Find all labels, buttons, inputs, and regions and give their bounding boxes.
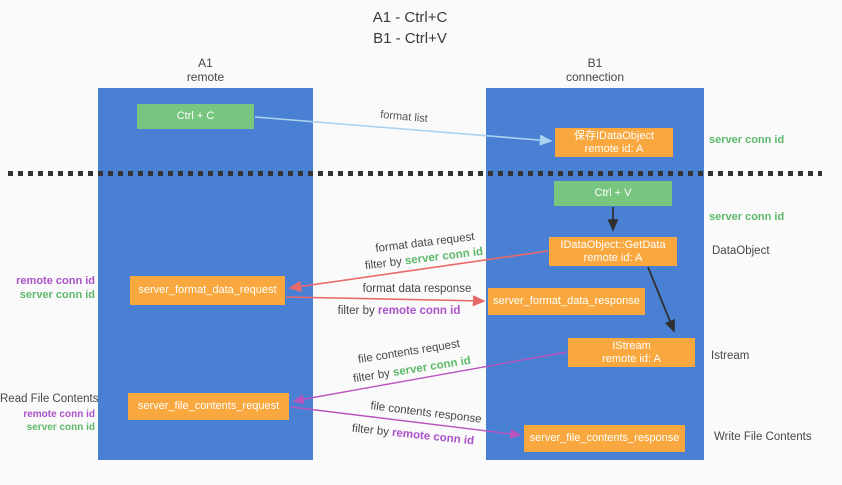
label-remote-conn-id-left-bottom: remote conn id	[23, 409, 95, 420]
node-save-idataobject-line1: 保存IDataObject	[573, 129, 655, 142]
node-idataobject-getdata: IDataObject::GetData remote id: A	[549, 237, 677, 266]
filter-by-text: filter by	[364, 255, 406, 273]
diagram-title: A1 - Ctrl+C B1 - Ctrl+V	[310, 7, 510, 49]
node-file-request-label: server_file_contents_request	[137, 400, 280, 412]
label-file-contents-response-filter: filter by remote conn id	[351, 423, 474, 448]
filter-by-text: filter by	[352, 367, 394, 386]
node-istream-line1: IStream	[612, 339, 651, 352]
node-server-file-contents-request: server_file_contents_request	[128, 393, 289, 420]
node-istream-line2: remote id: A	[602, 352, 661, 365]
label-format-list: format list	[379, 108, 429, 126]
filter-by-text: filter by	[337, 305, 378, 317]
lane-header-a1: A1 remote	[98, 56, 313, 84]
node-ctrl-v: Ctrl + V	[554, 181, 672, 206]
label-istream: Istream	[711, 350, 750, 362]
label-format-data-response: format data response	[362, 283, 472, 295]
label-file-contents-response: file contents response	[369, 400, 483, 426]
label-server-conn-id-left-top: server conn id	[19, 289, 95, 301]
lane-a-id: A1	[198, 56, 213, 70]
label-dataobject: DataObject	[712, 245, 770, 257]
label-read-file-contents: Read File Contents	[0, 393, 99, 405]
node-ctrl-c-label: Ctrl + C	[176, 110, 215, 122]
node-getdata-line1: IDataObject::GetData	[560, 238, 666, 251]
remote-conn-id-key: remote conn id	[377, 305, 461, 317]
filter-by-text: filter by	[351, 422, 393, 439]
lane-header-b1: B1 connection	[486, 56, 704, 84]
format-data-response-arrow	[285, 295, 486, 307]
label-write-file-contents: Write File Contents	[714, 431, 812, 443]
label-server-conn-id-right-top: server conn id	[709, 134, 785, 146]
node-save-idataobject: 保存IDataObject remote id: A	[555, 128, 673, 157]
node-server-format-data-response: server_format_data_response	[488, 288, 645, 315]
label-server-conn-id-right-mid: server conn id	[709, 211, 785, 223]
node-getdata-line2: remote id: A	[583, 251, 643, 264]
node-server-file-contents-response: server_file_contents_response	[524, 425, 685, 452]
label-remote-conn-id-left-top: remote conn id	[16, 275, 95, 287]
session-separator-dotted-line	[8, 171, 822, 176]
label-server-conn-id-left-bottom: server conn id	[26, 422, 95, 433]
label-format-data-response-filter: filter by remote conn id	[338, 305, 461, 317]
title-line-1: A1 - Ctrl+C	[372, 9, 448, 26]
remote-conn-id-key: remote conn id	[391, 426, 475, 448]
node-ctrl-v-label: Ctrl + V	[594, 187, 632, 199]
node-istream: IStream remote id: A	[568, 338, 695, 367]
node-server-format-data-request: server_format_data_request	[130, 276, 285, 305]
node-file-response-label: server_file_contents_response	[529, 432, 680, 444]
lane-b-name: connection	[565, 70, 625, 84]
lane-a-name: remote	[186, 70, 225, 84]
node-save-idataobject-line2: remote id: A	[584, 142, 644, 155]
left-conn-id-pair-bottom: remote conn id server conn id	[0, 408, 95, 434]
title-line-2: B1 - Ctrl+V	[373, 30, 447, 47]
node-ctrl-c: Ctrl + C	[137, 104, 254, 129]
node-format-request-label: server_format_data_request	[138, 284, 277, 296]
left-conn-id-pair-top: remote conn id server conn id	[0, 274, 95, 302]
node-format-response-label: server_format_data_response	[493, 295, 640, 307]
lane-b-id: B1	[587, 56, 603, 70]
